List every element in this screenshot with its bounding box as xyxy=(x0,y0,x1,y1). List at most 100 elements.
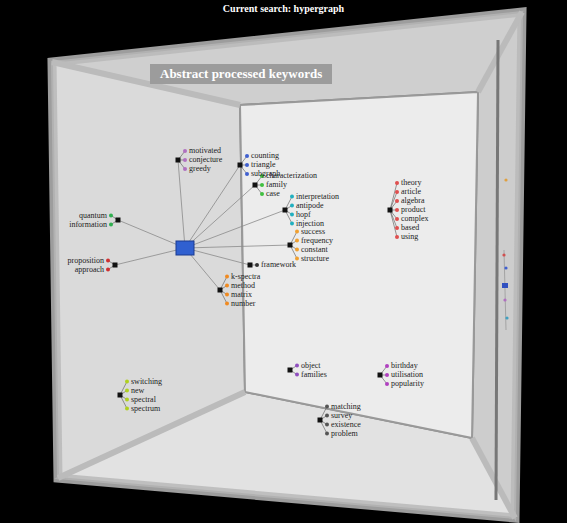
keyword-label: based xyxy=(401,223,419,233)
keyword-label: survey xyxy=(331,411,352,421)
cluster-node xyxy=(113,263,118,268)
side-graph-dot xyxy=(502,253,505,256)
keyword-dot xyxy=(385,364,389,368)
frame-edge xyxy=(58,392,245,478)
keyword-label: method xyxy=(231,281,255,291)
graph-link xyxy=(178,160,185,248)
keyword-dot xyxy=(125,407,129,411)
keyword-label: spectral xyxy=(131,395,156,405)
keyword-label: new xyxy=(131,386,144,396)
cluster-node xyxy=(238,163,243,168)
keyword-label: object xyxy=(301,361,321,371)
graph-link xyxy=(115,248,185,265)
keyword-label: matrix xyxy=(231,290,252,300)
keyword-dot xyxy=(295,373,299,377)
keyword-label: quantum xyxy=(79,211,107,221)
graph-link xyxy=(390,183,397,210)
panel-title: Abstract processed keywords xyxy=(160,66,322,82)
cluster-node xyxy=(116,218,121,223)
keyword-label: hopf xyxy=(296,210,311,220)
keyword-dot xyxy=(183,149,187,153)
keyword-label: utilisation xyxy=(391,370,423,380)
keyword-label: motivated xyxy=(189,146,221,156)
keyword-dot xyxy=(225,284,229,288)
keyword-dot xyxy=(295,364,299,368)
keyword-label: information xyxy=(69,220,107,230)
cluster-node xyxy=(218,288,223,293)
keyword-label: triangle xyxy=(251,160,275,170)
keyword-label: counting xyxy=(251,151,279,161)
cluster-node xyxy=(378,373,383,378)
keyword-label: conjecture xyxy=(189,155,222,165)
keyword-dot xyxy=(225,302,229,306)
keyword-label: frequency xyxy=(301,236,333,246)
keyword-label: interpretation xyxy=(296,192,339,202)
keyword-label: theory xyxy=(401,178,421,188)
keyword-dot xyxy=(183,167,187,171)
keyword-label: problem xyxy=(331,429,358,439)
keyword-dot xyxy=(395,226,399,230)
keyword-label: greedy xyxy=(189,164,211,174)
keyword-label: number xyxy=(231,299,255,309)
keyword-dot xyxy=(245,154,249,158)
keyword-dot xyxy=(385,382,389,386)
panel-band: Abstract processed keywords xyxy=(150,64,332,84)
keyword-dot xyxy=(325,432,329,436)
graph-link xyxy=(185,165,240,248)
cluster-node xyxy=(118,393,123,398)
cluster-node xyxy=(288,243,293,248)
keyword-dot xyxy=(395,235,399,239)
cluster-node xyxy=(288,368,293,373)
cluster-node xyxy=(283,208,288,213)
keyword-label: constant xyxy=(301,245,328,255)
side-graph-dot xyxy=(503,298,506,301)
side-graph-dot xyxy=(504,266,507,269)
keyword-label: antipode xyxy=(296,201,324,211)
keyword-dot xyxy=(255,263,259,267)
back-wall xyxy=(240,92,478,438)
keyword-label: spectrum xyxy=(131,404,160,414)
keyword-label: switching xyxy=(131,377,162,387)
graph-link xyxy=(390,210,397,237)
keyword-label: family xyxy=(266,180,287,190)
keyword-dot xyxy=(385,373,389,377)
keyword-dot xyxy=(225,275,229,279)
keyword-label: proposition xyxy=(68,256,104,266)
cluster-node xyxy=(318,418,323,423)
graph-link xyxy=(185,245,290,248)
keyword-dot xyxy=(225,293,229,297)
keyword-label: approach xyxy=(75,265,104,275)
search-title: Current search: hypergraph xyxy=(0,3,567,15)
keyword-label: framework xyxy=(261,260,296,270)
graph-link xyxy=(185,248,250,265)
keyword-label: k-spectra xyxy=(231,272,260,282)
keyword-dot xyxy=(395,190,399,194)
frame-edge xyxy=(478,12,522,92)
keyword-dot xyxy=(395,217,399,221)
keyword-label: product xyxy=(401,205,425,215)
keyword-dot xyxy=(109,214,113,218)
keyword-dot xyxy=(290,204,294,208)
front-frame xyxy=(52,12,522,518)
keyword-dot xyxy=(290,195,294,199)
keyword-label: success xyxy=(301,227,325,237)
side-graph-dot xyxy=(504,178,507,181)
keyword-dot xyxy=(395,181,399,185)
keyword-dot xyxy=(290,222,294,226)
graph-link xyxy=(185,185,255,248)
cluster-node xyxy=(253,183,258,188)
keyword-label: popularity xyxy=(391,379,424,389)
keyword-dot xyxy=(106,259,110,263)
side-graph-dot xyxy=(502,283,508,288)
keyword-label: structure xyxy=(301,254,329,264)
keyword-dot xyxy=(260,183,264,187)
keyword-dot xyxy=(125,380,129,384)
keyword-label: algebra xyxy=(401,196,425,206)
keyword-label: existence xyxy=(331,420,361,430)
keyword-dot xyxy=(395,199,399,203)
keyword-dot xyxy=(290,213,294,217)
keyword-label: complex xyxy=(401,214,429,224)
keyword-label: characterization xyxy=(266,171,317,181)
hub-node xyxy=(176,241,194,255)
